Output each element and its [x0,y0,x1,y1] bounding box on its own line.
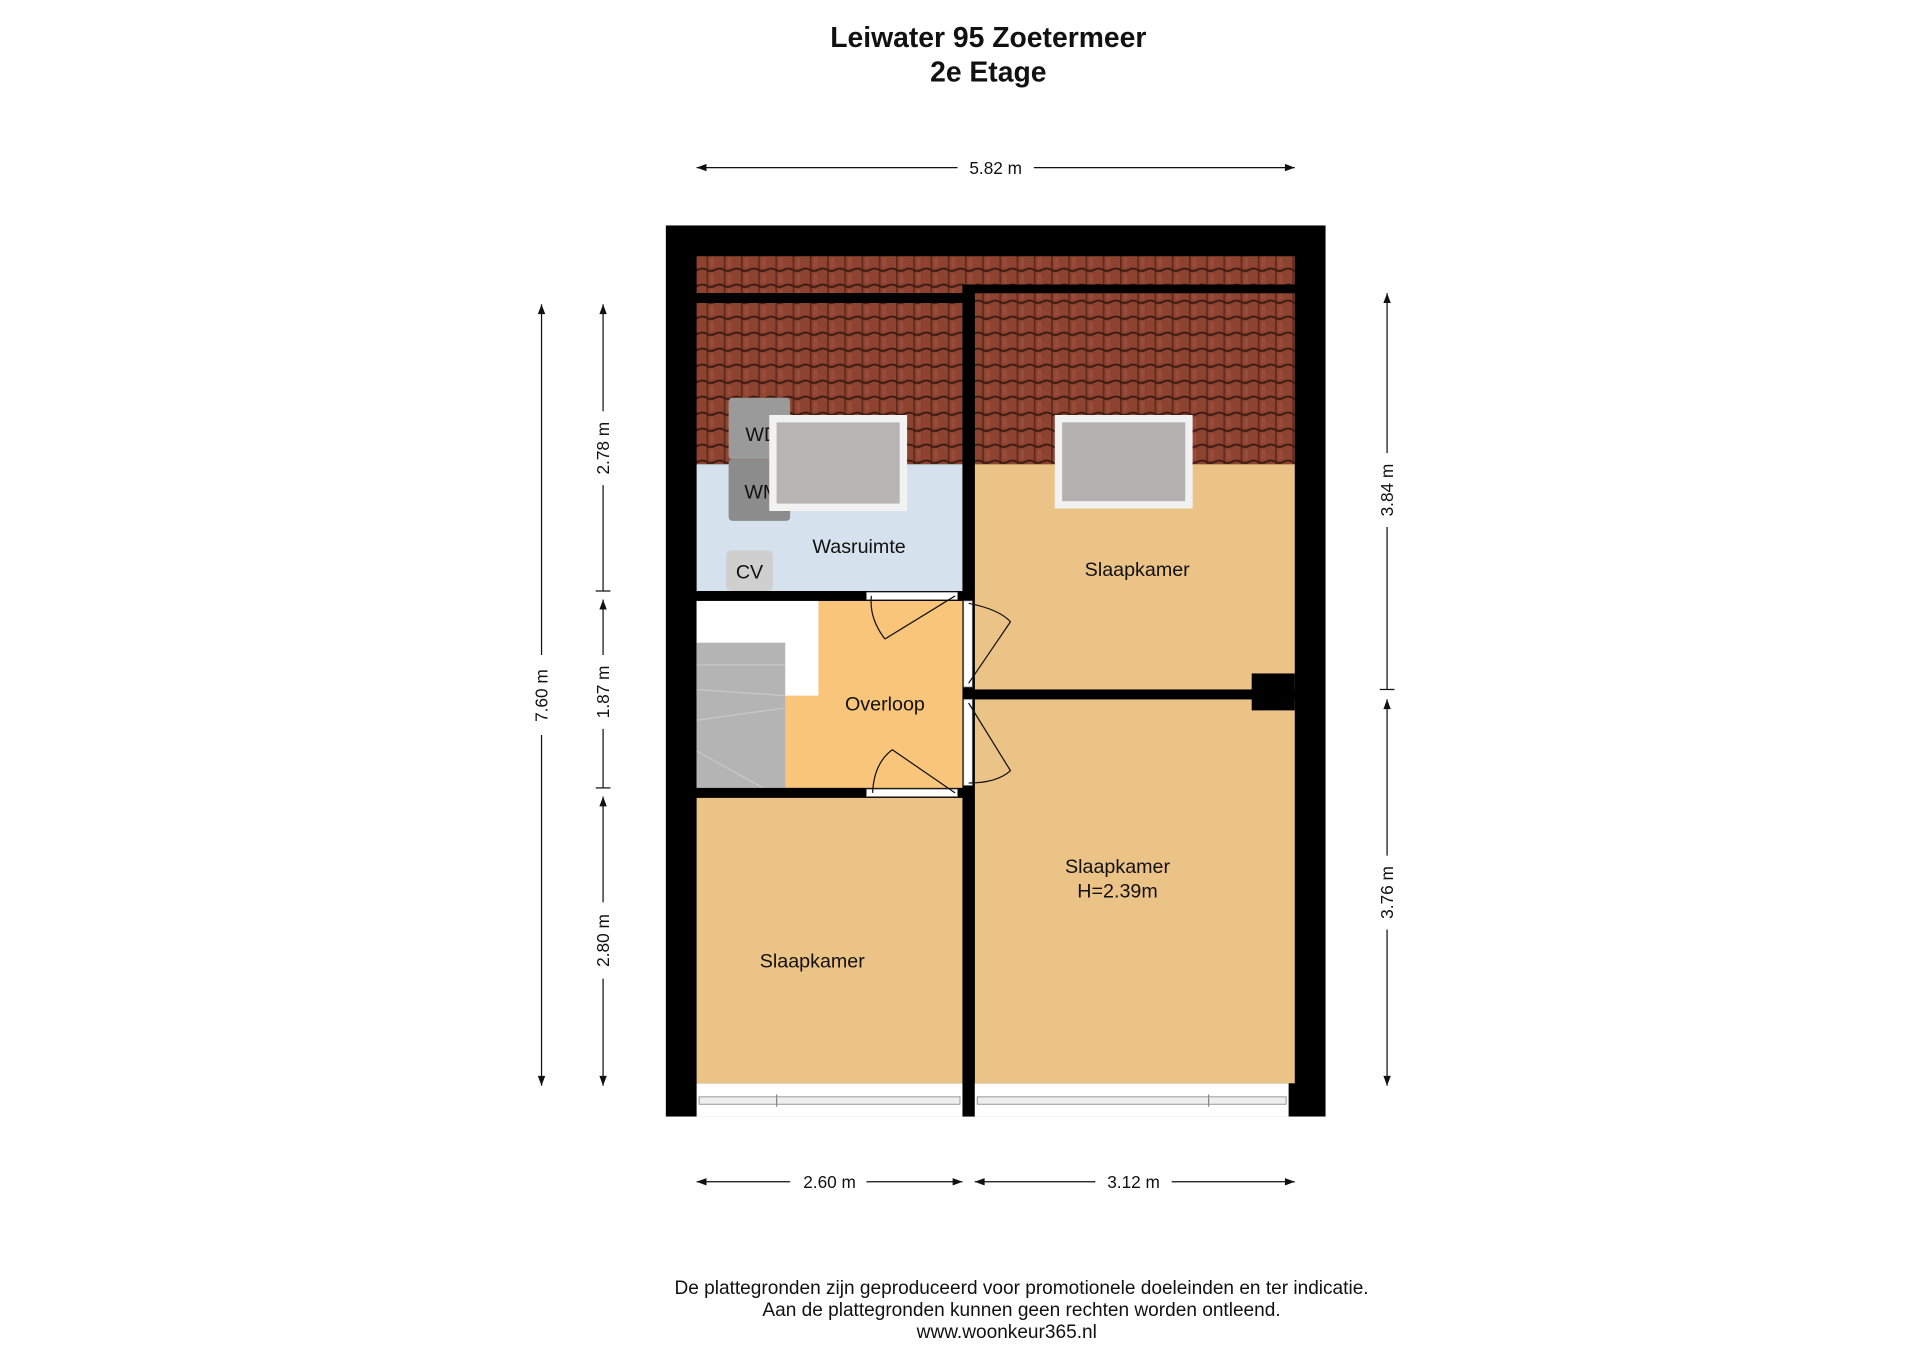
roof-tiles [696,284,963,294]
room-slaapkamer-bottom-right [974,699,1295,1084]
svg-text:5.82 m: 5.82 m [969,158,1022,178]
dimension-left-1: 2.78 m [593,304,613,592]
wall [974,689,1256,700]
dimension-bottom-left: 2.60 m [696,1172,963,1192]
svg-text:1.87 m: 1.87 m [593,666,613,719]
room-label-slaapkamer: Slaapkamer [1085,559,1190,581]
dimension-right-2: 3.76 m [1377,699,1397,1086]
window [696,1083,963,1117]
window [974,1083,1289,1117]
floor-subtitle: 2e Etage [930,55,1046,87]
boiler [726,550,773,591]
door[interactable] [963,600,1012,688]
svg-text:3.84 m: 3.84 m [1377,464,1397,517]
svg-text:3.76 m: 3.76 m [1377,866,1397,919]
svg-text:2.78 m: 2.78 m [593,422,613,475]
plan-title: Leiwater 95 Zoetermeer [830,21,1146,53]
boiler-label: CV [736,562,764,584]
svg-text:2.60 m: 2.60 m [803,1172,856,1192]
wall [696,591,963,601]
door[interactable] [963,698,1012,786]
wall [696,787,963,798]
wall [962,284,1295,294]
dimension-top: 5.82 m [696,158,1295,178]
room-label-slaapkamer: Slaapkamer [1065,856,1170,878]
dimension-left-3: 2.80 m [593,796,613,1086]
chimney [1251,673,1295,711]
svg-text:3.12 m: 3.12 m [1107,1172,1160,1192]
ceiling-height: H=2.39m [1077,880,1157,902]
stairs [696,642,786,788]
website-link[interactable]: www.woonkeur365.nl [916,1322,1097,1343]
room-label-slaapkamer: Slaapkamer [760,951,865,973]
disclaimer-line-2: Aan de plattegronden kunnen geen rechten… [762,1300,1280,1321]
room-label-wasruimte: Wasruimte [812,536,905,558]
disclaimer-line-1: De plattegronden zijn geproduceerd voor … [674,1278,1368,1299]
dimension-left-2: 1.87 m [593,599,613,789]
arrowheads [537,163,1391,1186]
skylight [769,415,908,511]
dimension-right-1: 3.84 m [1377,293,1397,691]
roof-tiles [696,256,1295,285]
svg-text:7.60 m: 7.60 m [532,669,552,722]
svg-text:2.80 m: 2.80 m [593,914,613,967]
wall [696,293,963,303]
skylight [1054,415,1193,509]
door[interactable] [866,749,958,797]
room-label-overloop: Overloop [845,693,925,715]
dimension-total-depth: 7.60 m [532,304,552,1086]
door[interactable] [866,591,958,640]
room-slaapkamer-bottom-left [696,797,963,1084]
dimension-bottom-right: 3.12 m [974,1172,1295,1192]
